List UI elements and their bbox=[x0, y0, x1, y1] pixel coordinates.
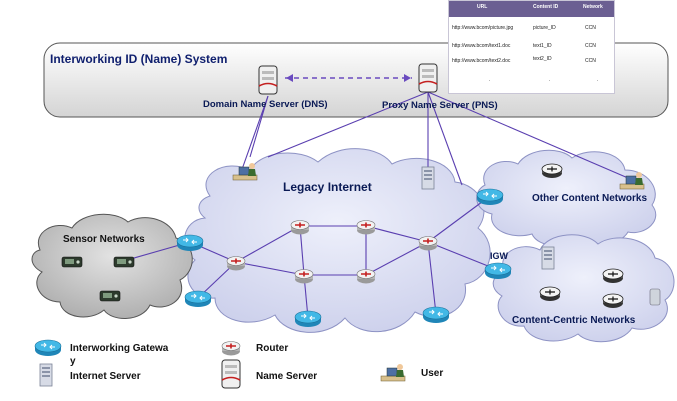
igw-gateway-icon bbox=[484, 262, 512, 280]
pns-label: Proxy Name Server (PNS) bbox=[382, 100, 498, 111]
other-content-networks-cloud bbox=[476, 149, 657, 247]
legend-server-icon bbox=[39, 363, 53, 387]
gateway-icon bbox=[476, 188, 504, 206]
table-cell: http://www.bcom/picture.jpg bbox=[452, 25, 514, 31]
gateway-icon bbox=[294, 310, 322, 328]
table-cell: http://www.bcom/text1.doc bbox=[452, 43, 511, 49]
sensor-networks-cloud bbox=[31, 213, 193, 319]
table-header-cell: URL bbox=[477, 4, 488, 10]
router-icon bbox=[290, 219, 310, 236]
table-cell: . bbox=[597, 77, 599, 83]
table-header-cell: Content ID bbox=[533, 4, 559, 10]
router-icon bbox=[602, 268, 624, 284]
legend-router-icon bbox=[221, 340, 241, 357]
igw-label: IGW bbox=[490, 251, 508, 261]
table-cell: . bbox=[549, 77, 551, 83]
table-cell: . bbox=[489, 77, 491, 83]
table-cell: text2_ID bbox=[533, 56, 552, 62]
pns-server-icon bbox=[418, 63, 438, 93]
router-icon bbox=[539, 286, 561, 302]
gateway-icon bbox=[422, 306, 450, 324]
router-icon bbox=[418, 235, 438, 252]
table-cell: picture_ID bbox=[533, 25, 556, 31]
legacy-internet-label: Legacy Internet bbox=[283, 180, 372, 194]
dns-label: Domain Name Server (DNS) bbox=[203, 99, 328, 110]
content-centric-networks-cloud bbox=[492, 234, 675, 343]
router-icon bbox=[541, 163, 563, 179]
sensor-icon bbox=[99, 290, 121, 302]
legend-user-icon bbox=[380, 363, 406, 382]
table-cell: CCN bbox=[585, 58, 596, 64]
router-icon bbox=[226, 255, 246, 272]
table-cell: http://www.bcom/text2.doc bbox=[452, 58, 511, 64]
legend-router-label: Router bbox=[256, 343, 289, 354]
sensor-networks-label: Sensor Networks bbox=[63, 234, 145, 245]
mobile-device-icon bbox=[649, 288, 661, 306]
table-header-cell: Network bbox=[583, 4, 603, 10]
table-cell: CCN bbox=[585, 43, 596, 49]
legend-server-label: Internet Server bbox=[70, 371, 141, 382]
router-icon bbox=[602, 293, 624, 309]
router-icon bbox=[356, 219, 376, 236]
internet-server-icon bbox=[421, 166, 435, 190]
gateway-icon bbox=[184, 290, 212, 308]
dns-server-icon bbox=[258, 65, 278, 95]
sensor-icon bbox=[113, 256, 135, 268]
legend-name-server-label: Name Server bbox=[256, 371, 318, 382]
content-centric-networks-label: Content-Centric Networks bbox=[512, 315, 636, 326]
legend-gateway-icon bbox=[34, 339, 62, 357]
other-content-networks-label: Other Content Networks bbox=[532, 193, 648, 204]
table-cell: text1_ID bbox=[533, 43, 552, 49]
router-icon bbox=[356, 268, 376, 285]
mapping-table: URL Content ID Network http://www.bcom/p… bbox=[448, 0, 615, 94]
table-cell: CCN bbox=[585, 25, 596, 31]
legacy-internet-cloud bbox=[184, 148, 491, 333]
legend-name-server-icon bbox=[221, 359, 241, 389]
legend-gateway-label-cont: y bbox=[70, 356, 76, 367]
sensor-icon bbox=[61, 256, 83, 268]
legend-user-label: User bbox=[421, 368, 444, 379]
system-title: Interworking ID (Name) System bbox=[50, 52, 228, 66]
gateway-icon bbox=[176, 234, 204, 252]
legend-gateway-label: Interworking Gatewa bbox=[70, 343, 169, 354]
table-header: URL Content ID Network bbox=[449, 1, 614, 17]
content-server-icon bbox=[541, 246, 555, 270]
router-icon bbox=[294, 268, 314, 285]
